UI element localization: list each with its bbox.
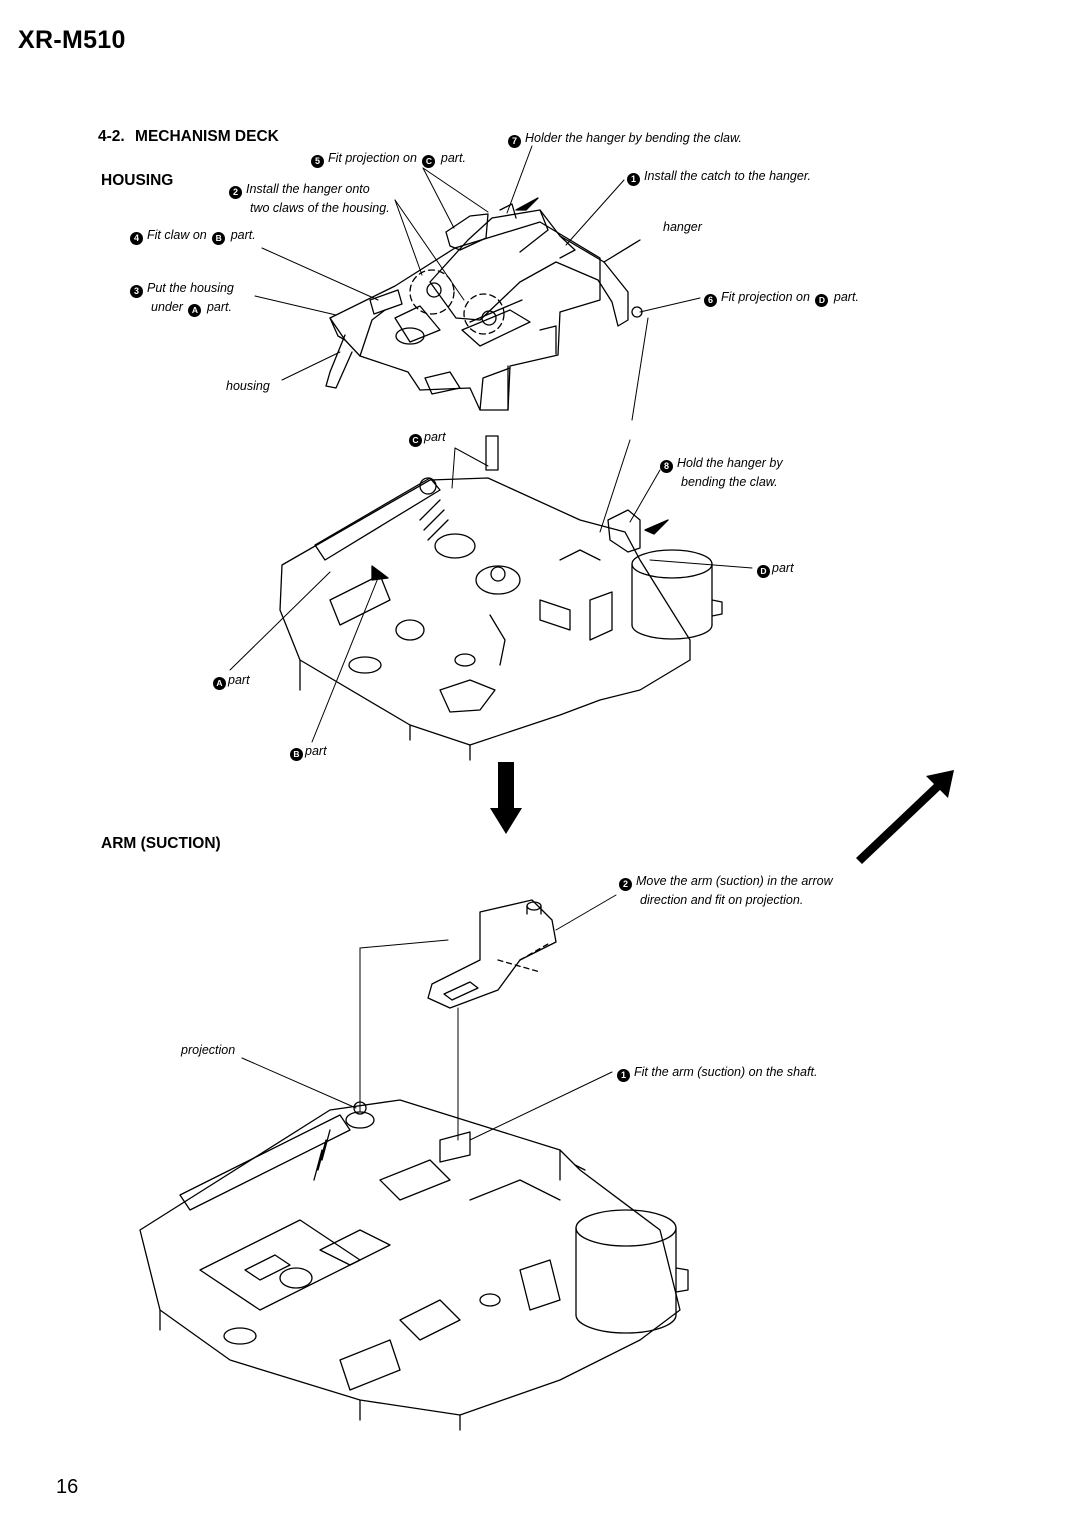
step-4-badge: 4 (130, 232, 143, 245)
callout-7: 7 Holder the hanger by bending the claw. (508, 129, 742, 148)
leader-lines-housing (229, 145, 753, 743)
hanger-part-drawing (426, 203, 643, 327)
arm-callout-2-line2: direction and fit on projection. (640, 893, 804, 907)
step-7-badge: 7 (508, 135, 521, 148)
motor-drawing (575, 1209, 689, 1334)
part-d-badge: D (815, 294, 829, 307)
label-hanger: hanger (663, 220, 702, 234)
callout-3: 3 Put the housing under A part. (130, 279, 234, 317)
callout-3-line2: under (151, 300, 183, 314)
callout-8-line1: Hold the hanger by (677, 456, 783, 470)
arrow-wedge-icon (515, 197, 539, 211)
page-number: 16 (56, 1476, 79, 1498)
section-title: MECHANISM DECK (135, 128, 279, 145)
arm-callout-2-line1: Move the arm (suction) in the arrow (636, 874, 833, 888)
part-d-badge: D (757, 565, 770, 578)
callout-4-text: Fit claw on (147, 228, 207, 242)
callout-6-suffix: part. (833, 290, 859, 304)
arm-callout-1-text: Fit the arm (suction) on the shaft. (634, 1065, 818, 1079)
part-b-text: part (305, 744, 327, 758)
step-2-badge: 2 (619, 878, 632, 891)
callout-7-text: Holder the hanger by bending the claw. (525, 131, 742, 145)
motor-drawing (631, 549, 723, 640)
step-3-badge: 3 (130, 285, 143, 298)
part-b-badge: B (290, 748, 303, 761)
leader-lines-arm (241, 894, 617, 1141)
step-1-badge: 1 (627, 173, 640, 186)
down-arrow-icon (490, 762, 522, 834)
section-number: 4-2. (98, 128, 125, 145)
arm-callout-1: 1 Fit the arm (suction) on the shaft. (617, 1063, 817, 1082)
callout-2: 2 Install the hanger onto two claws of th… (229, 180, 390, 217)
arm-callout-2: 2 Move the arm (suction) in the arrow dir… (619, 872, 833, 909)
part-b-badge: B (212, 232, 226, 245)
part-c-badge: C (422, 155, 436, 168)
part-a-text: part (228, 673, 250, 687)
mechanism-deck-upper (279, 477, 691, 761)
callout-6: 6 Fit projection on D part. (704, 288, 859, 307)
claw-highlight-circle (463, 293, 505, 335)
callout-1-text: Install the catch to the hanger. (644, 169, 812, 183)
subheading-arm-suction: ARM (SUCTION) (101, 835, 221, 852)
model-title: XR-M510 (18, 26, 126, 54)
mechanism-deck-lower (139, 1099, 681, 1431)
arrow-wedge-icon (644, 519, 669, 535)
callout-5-text: Fit projection on (328, 151, 417, 165)
step-8-badge: 8 (660, 460, 673, 473)
step-1-badge: 1 (617, 1069, 630, 1082)
callout-1: 1 Install the catch to the hanger. (627, 167, 811, 186)
callout-2-line2: two claws of the housing. (250, 201, 390, 215)
callout-6-text: Fit projection on (721, 290, 810, 304)
callout-3-suffix: part. (206, 300, 232, 314)
part-c-badge: C (409, 434, 422, 447)
subheading-housing: HOUSING (101, 172, 174, 189)
callout-8-line2: bending the claw. (681, 475, 778, 489)
housing-part-drawing (325, 221, 601, 411)
arrow-wedge-icon (371, 565, 389, 581)
step-2-badge: 2 (229, 186, 242, 199)
claw-highlight-circle (409, 269, 455, 315)
label-housing: housing (226, 379, 270, 393)
step-6-badge: 6 (704, 294, 717, 307)
callout-4-suffix: part. (230, 228, 256, 242)
section-heading: 4-2. MECHANISM DECK (98, 128, 279, 146)
callout-5: 5 Fit projection on C part. (311, 149, 466, 168)
arm-suction-part-drawing (427, 899, 557, 1009)
callout-5-suffix: part. (440, 151, 466, 165)
part-d-text: part (772, 561, 794, 575)
callout-8: 8 Hold the hanger by bending the claw. (660, 454, 783, 491)
part-a-badge: A (188, 304, 202, 317)
part-a-badge: A (213, 677, 226, 690)
label-projection: projection (181, 1043, 236, 1057)
part-c-text: part (424, 430, 446, 444)
d-part-tab (607, 509, 641, 553)
step-5-badge: 5 (311, 155, 324, 168)
diagonal-arrow-icon (856, 770, 954, 864)
callout-3-line1: Put the housing (147, 281, 234, 295)
callout-4: 4 Fit claw on B part. (130, 226, 256, 245)
callout-2-line1: Install the hanger onto (246, 182, 370, 196)
c-part-tab (485, 435, 499, 471)
